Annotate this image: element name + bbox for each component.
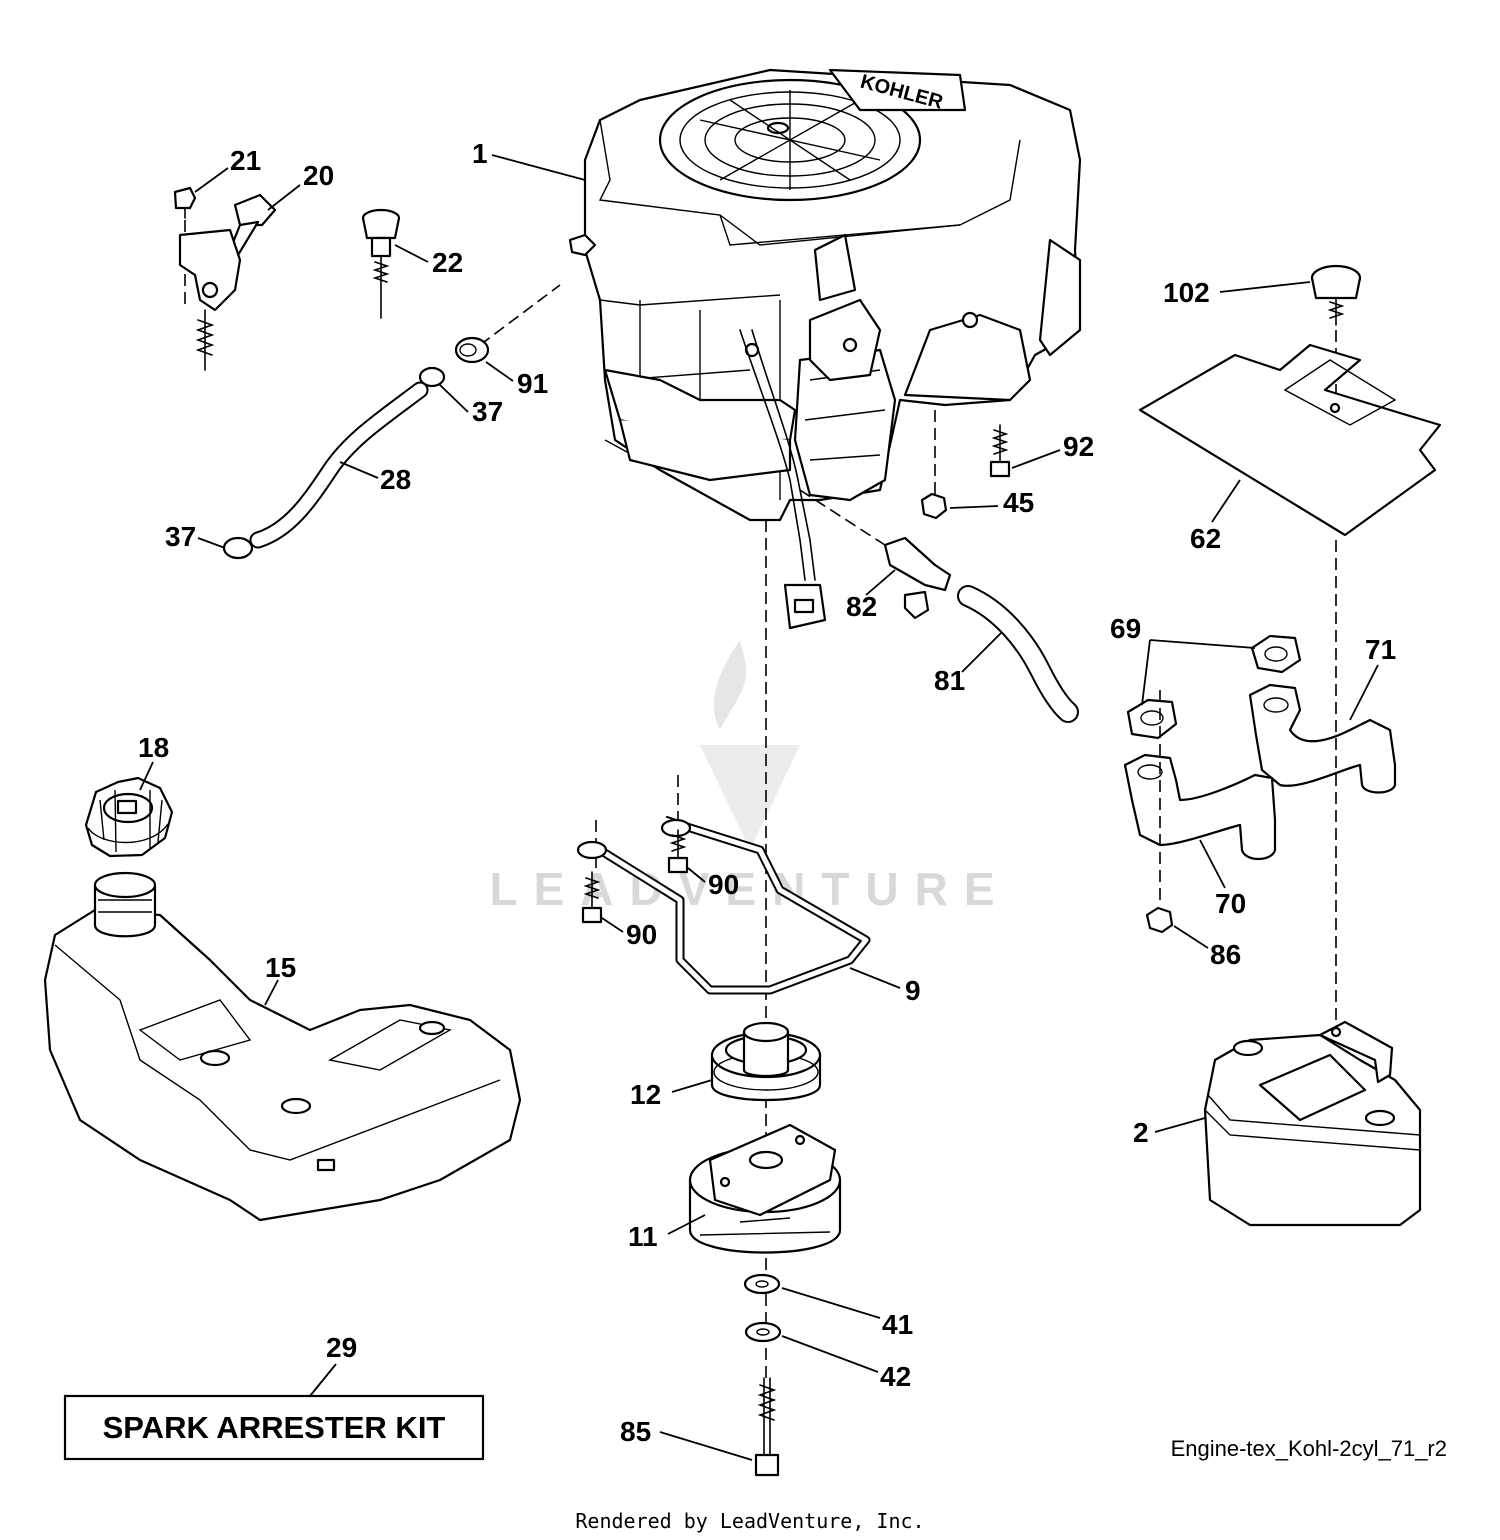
leader-37-top: [439, 384, 469, 413]
muffler-group: 2: [1133, 540, 1422, 1227]
fuel-line-group: 91 37 28 37: [165, 284, 561, 560]
leader-85: [659, 1431, 753, 1461]
leadventure-watermark: LEADVENTURE: [489, 640, 1010, 915]
callout-81: 81: [934, 665, 965, 696]
callout-28: 28: [380, 464, 411, 495]
fuel-cap-group: 18: [84, 732, 174, 858]
leader-86: [1173, 925, 1209, 949]
drawing-reference: Engine-tex_Kohl-2cyl_71_r2: [1171, 1436, 1447, 1461]
leader-28: [339, 461, 379, 479]
callout-42: 42: [880, 1361, 911, 1392]
leader-9: [849, 967, 901, 989]
callout-15: 15: [265, 952, 296, 983]
leader-41: [781, 1287, 881, 1319]
callout-102: 102: [1163, 277, 1210, 308]
rendered-by-credit: Rendered by LeadVenture, Inc.: [575, 1509, 924, 1533]
clutch-fastener-group: 41 42 85: [620, 1273, 913, 1477]
callout-11: 11: [628, 1221, 658, 1252]
pulley-group: 12: [630, 1021, 822, 1110]
leader-69-a: [1149, 639, 1256, 649]
heat-shield-group: 102 62: [1138, 264, 1442, 554]
leader-2: [1154, 1117, 1206, 1133]
leader-81: [961, 631, 1003, 673]
pto-clutch-group: 11: [628, 1123, 842, 1254]
spark-arrester-box: [63, 1394, 485, 1461]
callout-20: 20: [303, 160, 334, 191]
leader-37-bottom: [197, 537, 226, 549]
oil-drain-group: 82 81: [799, 489, 1079, 723]
watermark-text: LEADVENTURE: [489, 863, 1010, 915]
leader-69-b: [1141, 639, 1151, 706]
leader-90-bottom: [601, 917, 624, 933]
callout-90-top: 90: [708, 869, 739, 900]
leader-42: [781, 1335, 879, 1373]
callout-82: 82: [846, 591, 877, 622]
leader-12: [671, 1079, 713, 1093]
engine-assembly: KOHLER: [568, 68, 1082, 630]
leader-62: [1211, 479, 1241, 523]
leader-102: [1219, 281, 1311, 293]
clutch-bracket-group: 90 90 9: [576, 775, 921, 1006]
callout-90-bottom: 90: [626, 919, 657, 950]
leader-70: [1199, 839, 1226, 889]
callout-29: 29: [326, 1332, 357, 1363]
leader-20: [267, 184, 301, 211]
oil-fill-plug: 22: [361, 208, 463, 319]
spark-arrester-group: 29 SPARK ARRESTER KIT: [63, 1332, 485, 1461]
exhaust-pipe-group: 69 71 70 86: [1110, 613, 1396, 970]
leader-82: [865, 569, 896, 596]
callout-9: 9: [905, 975, 921, 1006]
callout-92: 92: [1063, 431, 1094, 462]
callout-37-bottom: 37: [165, 521, 196, 552]
callout-12: 12: [630, 1079, 661, 1110]
callout-21: 21: [230, 145, 261, 176]
leader-29: [309, 1363, 337, 1397]
leader-1: [491, 154, 586, 181]
callout-71: 71: [1365, 634, 1396, 665]
leader-15: [264, 979, 279, 1006]
callout-69: 69: [1110, 613, 1141, 644]
leader-90-top: [687, 867, 706, 883]
leader-71: [1349, 664, 1379, 721]
fuel-tank-group: 15: [43, 871, 522, 1222]
callout-37-top: 37: [472, 396, 503, 427]
callout-91: 91: [517, 368, 548, 399]
throttle-control-group: 21 20: [173, 145, 334, 371]
leader-11: [667, 1214, 706, 1235]
leader-22: [394, 244, 429, 263]
callout-86: 86: [1210, 939, 1241, 970]
callout-70: 70: [1215, 888, 1246, 919]
callout-18: 18: [138, 732, 169, 763]
leader-45: [949, 505, 999, 509]
callout-62: 62: [1190, 523, 1221, 554]
callout-2: 2: [1133, 1117, 1149, 1148]
leader-92: [1011, 449, 1061, 469]
spark-arrester-label: SPARK ARRESTER KIT: [103, 1410, 446, 1445]
callout-41: 41: [882, 1309, 913, 1340]
callout-22: 22: [432, 247, 463, 278]
callout-85: 85: [620, 1416, 651, 1447]
callout-45: 45: [1003, 487, 1034, 518]
leader-91: [485, 361, 514, 382]
leader-21: [194, 167, 229, 193]
engine-mount-hardware: 92 45: [920, 410, 1094, 520]
callout-1: 1: [472, 138, 488, 169]
leader-18: [139, 761, 154, 791]
